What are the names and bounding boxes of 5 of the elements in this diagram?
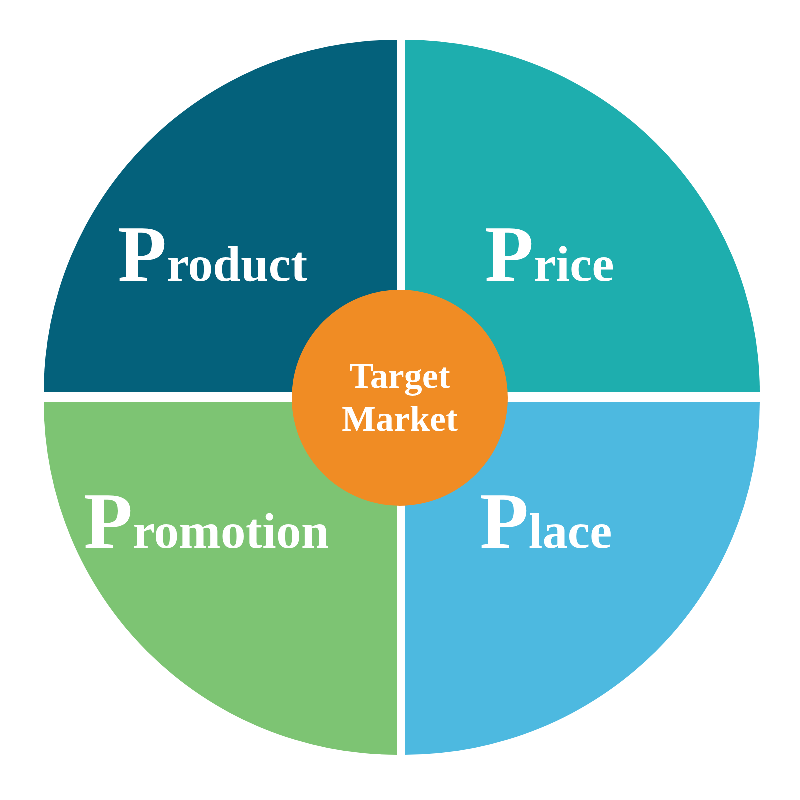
quadrant-label: Product	[118, 215, 308, 295]
quadrant-label: Promotion	[84, 482, 330, 562]
quadrant-label: Place	[480, 482, 612, 562]
center-label: Target Market	[341, 354, 459, 441]
quadrant-label: Price	[485, 215, 614, 295]
